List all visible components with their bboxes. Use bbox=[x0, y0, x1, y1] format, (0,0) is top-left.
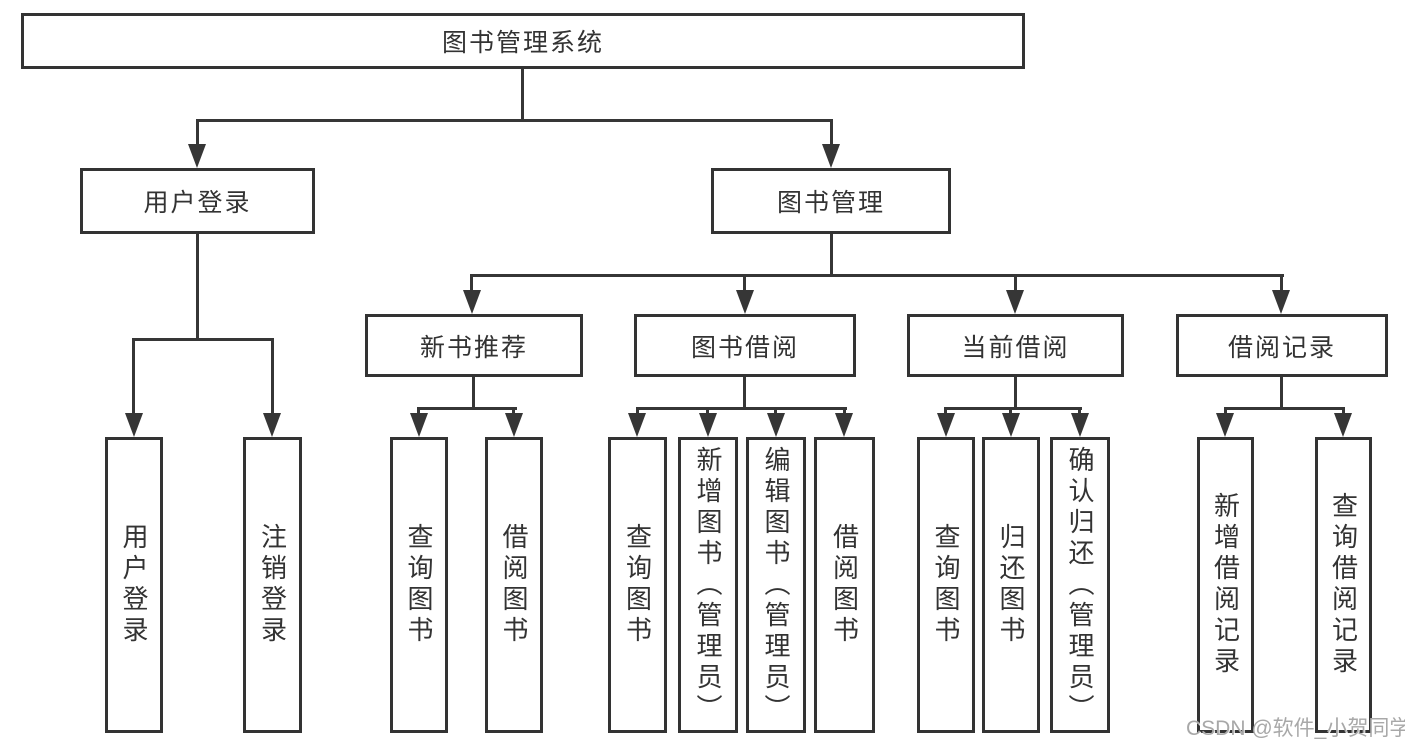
node-new-book-recommendation: 新书推荐 bbox=[365, 314, 583, 377]
arrowhead-query-books-borrow bbox=[628, 413, 646, 437]
arrowhead-new-book-recommendation bbox=[463, 290, 481, 314]
node-root: 图书管理系统 bbox=[21, 13, 1025, 69]
edge-to-return-books bbox=[1009, 407, 1012, 416]
arrowhead-book-borrowing bbox=[736, 290, 754, 314]
arrowhead-query-borrow-record bbox=[1334, 413, 1352, 437]
arrowhead-add-books-admin bbox=[699, 413, 717, 437]
edge-to-user-login bbox=[196, 119, 199, 146]
node-leaf-borrow-books-recommend: 借阅图书 bbox=[485, 437, 543, 733]
node-leaf-query-books-current: 查询图书 bbox=[917, 437, 975, 733]
node-leaf-query-borrow-record: 查询借阅记录 bbox=[1315, 437, 1372, 733]
arrowhead-book-management bbox=[822, 144, 840, 168]
edge-to-add-books-admin bbox=[706, 407, 709, 416]
arrowhead-add-borrow-record bbox=[1216, 413, 1234, 437]
edge-to-leaf-logout bbox=[271, 338, 274, 416]
edge-to-add-borrow-record bbox=[1224, 407, 1227, 416]
csdn-watermark: CSDN @软件_小贺同学 bbox=[1186, 717, 1405, 740]
edge-to-edit-books-admin bbox=[774, 407, 777, 416]
edge-to-confirm-return-admin bbox=[1078, 407, 1081, 416]
arrowhead-query-books-current bbox=[937, 413, 955, 437]
edge-to-current-borrowing bbox=[1014, 274, 1017, 292]
node-leaf-logout: 注销登录 bbox=[243, 437, 302, 733]
arrowhead-leaf-user-login bbox=[125, 413, 143, 437]
edge-to-leaf-user-login bbox=[132, 338, 135, 416]
edge-to-borrow-books-recommend bbox=[512, 407, 515, 416]
edge-user-login-rail bbox=[132, 338, 274, 341]
edge-root-drop bbox=[521, 69, 524, 119]
arrowhead-borrowing-records bbox=[1272, 290, 1290, 314]
node-leaf-user-login: 用户登录 bbox=[105, 437, 163, 733]
edge-current-borrowing-rail bbox=[944, 407, 1082, 410]
arrowhead-current-borrowing bbox=[1006, 290, 1024, 314]
node-book-borrowing: 图书借阅 bbox=[634, 314, 856, 377]
node-leaf-return-books: 归还图书 bbox=[982, 437, 1040, 733]
edge-to-borrowing-records bbox=[1280, 274, 1283, 292]
edge-borrowing-records-rail bbox=[1224, 407, 1345, 410]
edge-user-login-drop bbox=[196, 234, 199, 338]
edge-book-borrowing-drop bbox=[743, 377, 746, 407]
arrowhead-confirm-return-admin bbox=[1071, 413, 1089, 437]
edge-to-query-borrow-record bbox=[1342, 407, 1345, 416]
edge-book-borrowing-rail bbox=[636, 407, 847, 410]
edge-to-borrow-books bbox=[843, 407, 846, 416]
edge-to-book-management bbox=[830, 119, 833, 146]
node-leaf-query-books-borrow: 查询图书 bbox=[608, 437, 667, 733]
arrowhead-return-books bbox=[1002, 413, 1020, 437]
edge-current-borrowing-drop bbox=[1014, 377, 1017, 407]
edge-to-query-books-recommend bbox=[417, 407, 420, 416]
edge-to-book-borrowing bbox=[743, 274, 746, 292]
arrowhead-leaf-logout bbox=[263, 413, 281, 437]
node-leaf-borrow-books: 借阅图书 bbox=[814, 437, 875, 733]
edge-borrowing-records-drop bbox=[1280, 377, 1283, 407]
node-leaf-query-books-recommend: 查询图书 bbox=[390, 437, 448, 733]
edge-level3-rail bbox=[470, 274, 1284, 277]
edge-book-management-drop bbox=[830, 234, 833, 274]
edge-new-book-drop bbox=[472, 377, 475, 407]
node-leaf-edit-books-admin: 编辑图书（管理员） bbox=[746, 437, 806, 733]
arrowhead-user-login bbox=[188, 144, 206, 168]
edge-to-query-books-current bbox=[944, 407, 947, 416]
arrowhead-query-books-recommend bbox=[410, 413, 428, 437]
edge-to-new-book-recommendation bbox=[470, 274, 473, 292]
node-current-borrowing: 当前借阅 bbox=[907, 314, 1124, 377]
arrowhead-borrow-books-recommend bbox=[505, 413, 523, 437]
node-borrowing-records: 借阅记录 bbox=[1176, 314, 1388, 377]
node-leaf-confirm-return-admin: 确认归还（管理员） bbox=[1050, 437, 1110, 733]
node-leaf-add-borrow-record: 新增借阅记录 bbox=[1197, 437, 1254, 733]
arrowhead-edit-books-admin bbox=[767, 413, 785, 437]
edge-level2-rail bbox=[196, 119, 833, 122]
node-leaf-add-books-admin: 新增图书（管理员） bbox=[678, 437, 738, 733]
node-user-login: 用户登录 bbox=[80, 168, 315, 234]
edge-to-query-books-borrow bbox=[636, 407, 639, 416]
node-book-management: 图书管理 bbox=[711, 168, 951, 234]
edge-new-book-rail bbox=[417, 407, 517, 410]
arrowhead-borrow-books bbox=[835, 413, 853, 437]
